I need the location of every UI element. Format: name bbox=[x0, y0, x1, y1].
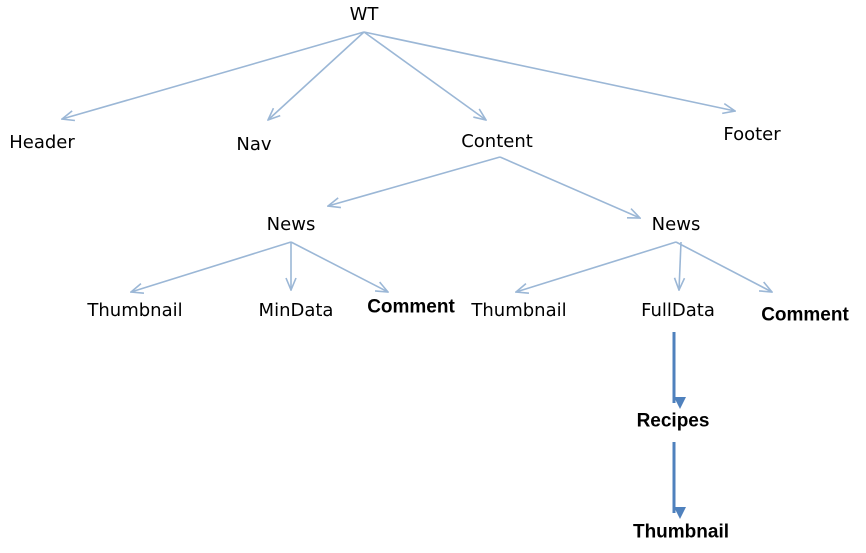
node-mindata: MinData bbox=[258, 300, 334, 321]
node-wt: WT bbox=[349, 4, 379, 25]
edge-news_left-to-thumbnail_left bbox=[131, 241, 292, 292]
edge-news_right-to-thumbnail_right bbox=[516, 241, 677, 292]
edge-content-to-news_right bbox=[499, 156, 640, 218]
node-thumbnail-right: Thumbnail bbox=[471, 300, 567, 321]
node-thumbnail-left: Thumbnail bbox=[87, 300, 183, 321]
node-header: Header bbox=[9, 132, 75, 153]
node-comment-right: Comment bbox=[761, 304, 849, 326]
edge-wt-to-footer bbox=[363, 31, 735, 111]
node-content: Content bbox=[461, 131, 533, 152]
edge-content-to-news_left bbox=[328, 156, 501, 206]
edge-group bbox=[62, 31, 772, 519]
node-news-right: News bbox=[651, 214, 701, 235]
edge-news_left-to-comment_left bbox=[290, 241, 388, 292]
edge-wt-to-nav bbox=[268, 31, 365, 120]
edge-news_right-to-comment_right bbox=[675, 241, 772, 292]
node-comment-left: Comment bbox=[367, 296, 455, 318]
edge-wt-to-content bbox=[363, 31, 486, 120]
node-recipes: Recipes bbox=[636, 410, 710, 432]
node-news-left: News bbox=[266, 214, 316, 235]
node-thumbnail-bottom: Thumbnail bbox=[632, 521, 730, 543]
edge-news_right-to-fulldata bbox=[679, 241, 681, 290]
node-footer: Footer bbox=[723, 124, 781, 145]
edge-wt-to-header bbox=[62, 31, 365, 119]
node-nav: Nav bbox=[236, 134, 272, 155]
node-fulldata: FullData bbox=[641, 300, 715, 321]
